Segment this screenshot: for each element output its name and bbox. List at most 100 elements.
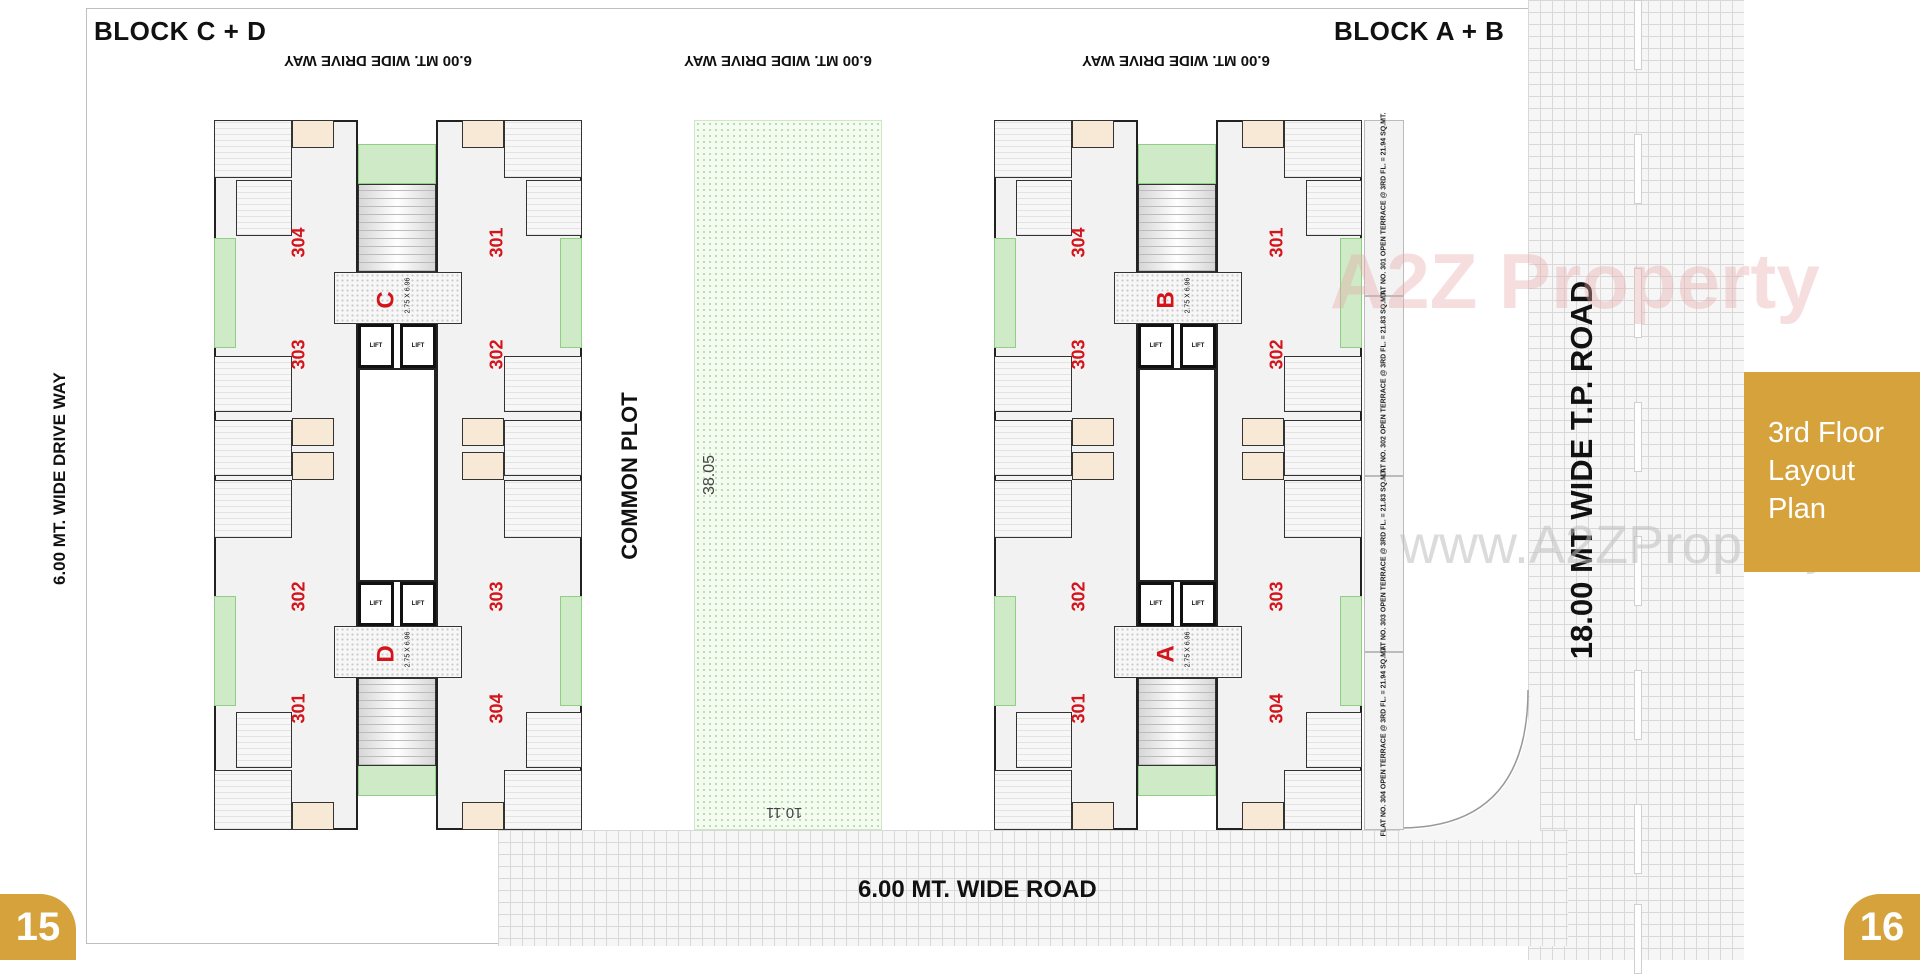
central-void <box>358 368 436 582</box>
room <box>1016 712 1072 768</box>
room <box>214 120 292 178</box>
bathroom <box>1072 418 1114 446</box>
terrace-flat: FLAT NO. 304 <box>1380 791 1388 837</box>
room <box>994 356 1072 412</box>
room <box>236 712 292 768</box>
bathroom <box>1242 418 1284 446</box>
room <box>1284 120 1362 178</box>
lane-marker <box>1634 670 1642 740</box>
foyer-label: 2.75 X 6.96 <box>1184 631 1192 668</box>
room <box>1306 180 1362 236</box>
foyer-label: 2.75 X 6.96 <box>1184 277 1192 314</box>
foyer <box>334 272 462 324</box>
lift-box: LIFT <box>400 324 436 368</box>
lift-box: LIFT <box>1138 324 1174 368</box>
lift-box: LIFT <box>1180 582 1216 626</box>
bathroom <box>1242 120 1284 148</box>
room <box>1306 712 1362 768</box>
tab-line-1: 3rd Floor <box>1768 417 1885 449</box>
flat-number: 301 <box>1266 227 1287 258</box>
garden-strip <box>1340 238 1362 348</box>
drive-way-label-left: 6.00 MT. WIDE DRIVE WAY <box>50 372 69 585</box>
lift-box: LIFT <box>400 582 436 626</box>
room <box>994 120 1072 178</box>
lane-marker <box>1634 268 1642 338</box>
garden-strip <box>358 144 436 184</box>
flat-number: 303 <box>1068 339 1089 370</box>
garden-strip <box>214 596 236 706</box>
lane-marker <box>1634 402 1642 472</box>
block-c-letter: C <box>372 291 400 309</box>
bathroom <box>1072 120 1114 148</box>
block-d-letter: D <box>372 645 400 663</box>
room <box>504 480 582 538</box>
foyer <box>334 626 462 678</box>
common-plot-width: 10.11 <box>766 804 803 821</box>
room <box>526 180 582 236</box>
foyer <box>1114 272 1242 324</box>
lane-marker <box>1634 536 1642 606</box>
room <box>994 770 1072 830</box>
room <box>214 356 292 412</box>
garden-strip <box>994 238 1016 348</box>
garden-strip <box>994 596 1016 706</box>
room <box>1284 770 1362 830</box>
bathroom <box>1072 452 1114 480</box>
room <box>1284 420 1362 476</box>
garden-strip <box>1340 596 1362 706</box>
flat-number: 303 <box>1266 581 1287 612</box>
bathroom <box>1242 452 1284 480</box>
staircase <box>358 184 436 272</box>
terrace-area: OPEN TERRACE @ 3RD FL. = 21.94 SQ.MT. <box>1380 645 1388 790</box>
foyer <box>1114 626 1242 678</box>
open-terrace: FLAT NO. 303 OPEN TERRACE @ 3RD FL. = 21… <box>1364 469 1404 659</box>
floor-plan-tab: 3rd Floor Layout Plan <box>1744 372 1920 572</box>
flat-number: 303 <box>486 581 507 612</box>
bathroom <box>1072 802 1114 830</box>
flat-number: 304 <box>288 227 309 258</box>
bottom-road <box>498 830 1568 946</box>
flat-number: 304 <box>1068 227 1089 258</box>
bathroom <box>292 418 334 446</box>
bathroom <box>1242 802 1284 830</box>
bathroom <box>462 452 504 480</box>
terrace-area: OPEN TERRACE @ 3RD FL. = 21.83 SQ.MT. <box>1380 468 1388 613</box>
bottom-road-label: 6.00 MT. WIDE ROAD <box>858 876 1097 903</box>
flat-number: 304 <box>1266 693 1287 724</box>
flat-number: 302 <box>288 581 309 612</box>
garden-strip <box>1138 144 1216 184</box>
tab-line-2: Layout <box>1768 455 1856 487</box>
flat-number: 303 <box>288 339 309 370</box>
block-ab-title: BLOCK A + B <box>1334 16 1505 46</box>
lift-box: LIFT <box>1138 582 1174 626</box>
room <box>504 120 582 178</box>
room <box>214 770 292 830</box>
bathroom <box>292 802 334 830</box>
bathroom <box>462 120 504 148</box>
common-plot <box>694 120 882 830</box>
lift-box: LIFT <box>358 582 394 626</box>
foyer-label: 2.75 X 6.96 <box>404 277 412 314</box>
foyer-label: 2.75 X 6.96 <box>404 631 412 668</box>
garden-strip <box>560 596 582 706</box>
open-terrace: FLAT NO. 302 OPEN TERRACE @ 3RD FL. = 21… <box>1364 291 1404 481</box>
flat-number: 301 <box>288 693 309 724</box>
flat-number: 302 <box>486 339 507 370</box>
garden-strip <box>1138 760 1216 796</box>
lane-marker <box>1634 0 1642 70</box>
drive-way-label-top-left: 6.00 MT. WIDE DRIVE WAY <box>284 52 472 69</box>
central-void <box>1138 368 1216 582</box>
room <box>1284 480 1362 538</box>
room <box>214 480 292 538</box>
room <box>1284 356 1362 412</box>
tab-line-3: Plan <box>1768 493 1827 525</box>
room <box>994 420 1072 476</box>
block-cd-title: BLOCK C + D <box>94 16 267 46</box>
room <box>236 180 292 236</box>
garden-strip <box>214 238 236 348</box>
road-corner-curve <box>1400 690 1540 840</box>
drive-way-label-top-center: 6.00 MT. WIDE DRIVE WAY <box>684 52 872 69</box>
terrace-area: OPEN TERRACE @ 3RD FL. = 21.94 SQ.MT. <box>1380 112 1388 257</box>
flat-number: 301 <box>1068 693 1089 724</box>
page-number-left: 15 <box>0 894 76 960</box>
